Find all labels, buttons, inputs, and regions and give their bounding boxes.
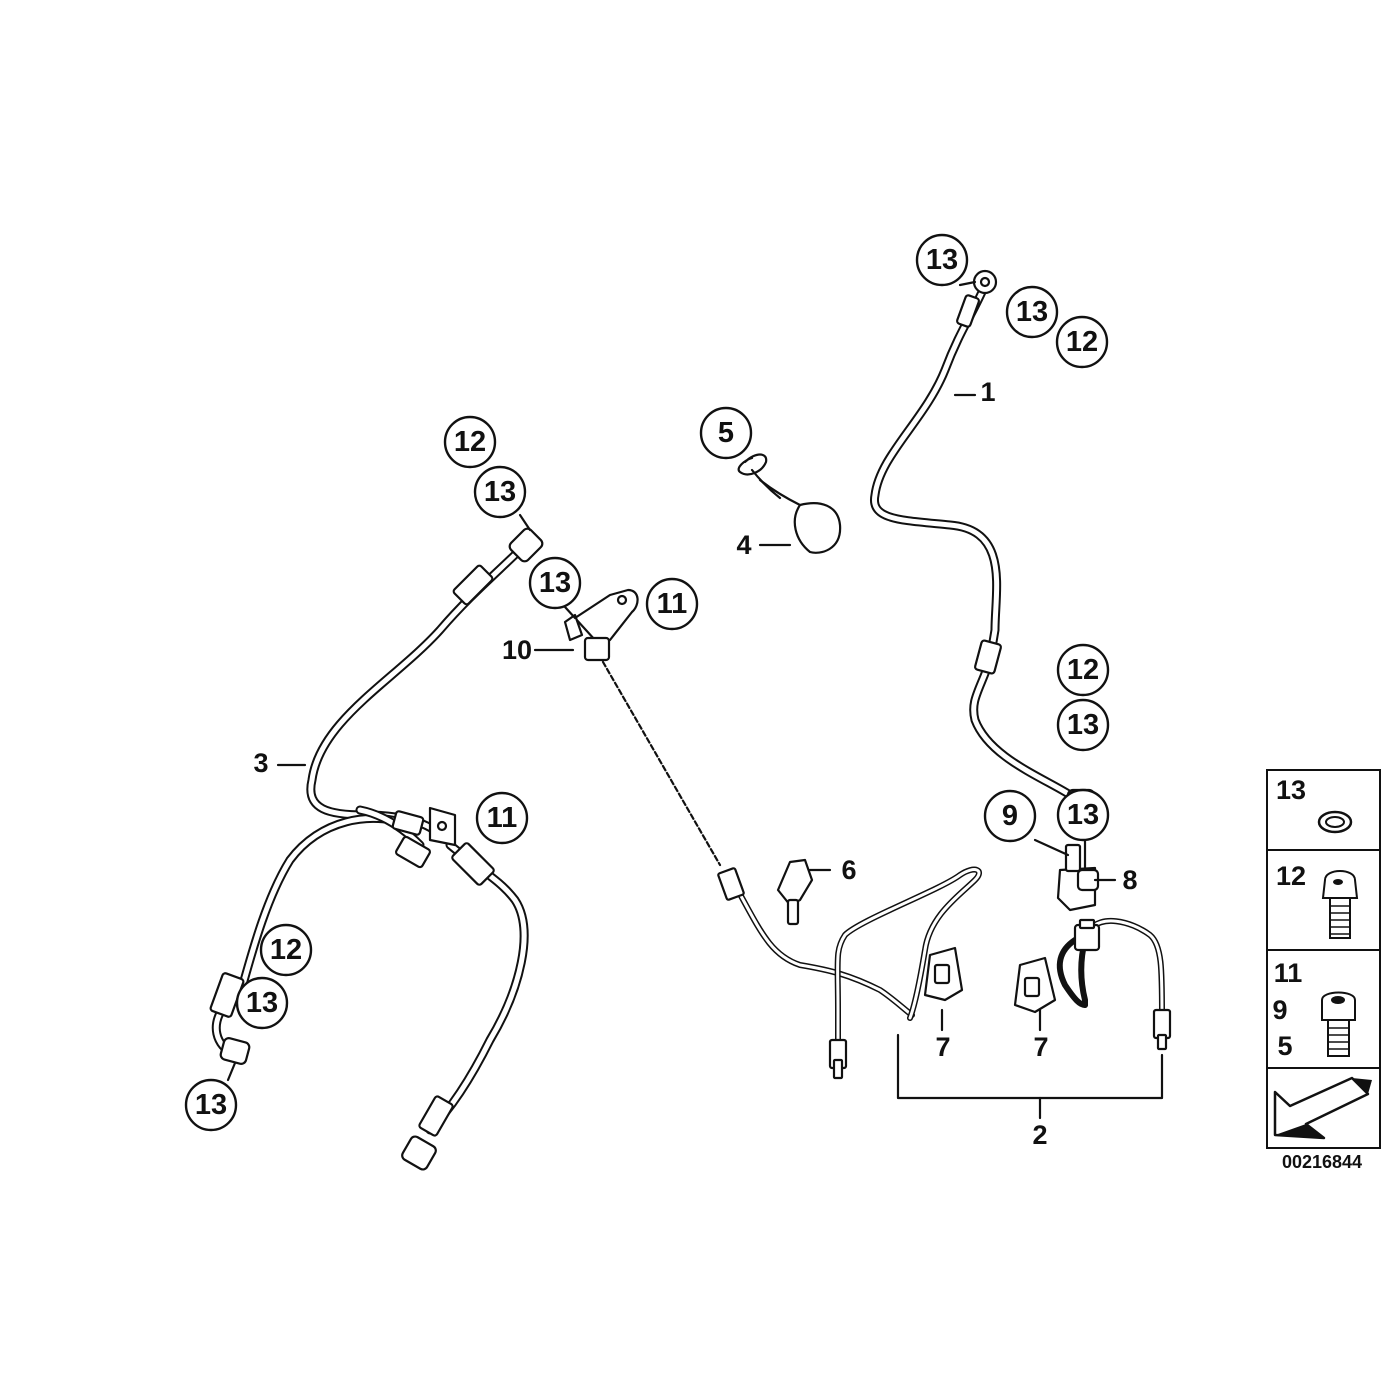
callout-number: 12 [1067,654,1099,686]
leader-lines [226,280,1164,1120]
clip-6 [776,858,814,926]
callout-number: 9 [1002,800,1018,832]
callout-number: 4 [736,530,751,560]
banjo-bolt-icon [1321,870,1359,939]
label-1: 1 [980,377,995,407]
washer-icon [1317,810,1353,834]
callout-number: 13 [926,244,958,276]
parts-legend: 13 12 11 9 5 00216844 [1266,769,1381,1172]
label-3: 3 [253,748,268,778]
callout-number: 1 [980,377,995,407]
callout-number: 13 [539,567,571,599]
clip-7-right [1013,956,1057,1014]
bracket-10 [563,588,722,867]
brake-hose-3 [209,527,544,1171]
clip-4 [750,468,842,554]
callout-13-left: 13 [473,465,527,519]
hex-screw-icon [1321,991,1356,1057]
callout-number: 13 [484,476,516,508]
callout-13-top: 13 [915,233,969,287]
callout-9: 9 [983,789,1037,843]
callout-number: 2 [1032,1120,1047,1150]
callout-number: 13 [1016,296,1048,328]
holder-8 [1056,843,1100,912]
callout-11-mid: 11 [475,791,529,845]
callout-number: 6 [841,855,856,885]
callout-number: 12 [454,426,486,458]
screw-5 [737,453,768,476]
brake-pipe-2 [717,866,1172,1080]
callout-number: 13 [246,987,278,1019]
callout-number: 3 [253,748,268,778]
callout-13-mid: 13 [528,556,582,610]
label-6: 6 [841,855,856,885]
callout-5: 5 [699,406,753,460]
callout-number: 7 [935,1032,950,1062]
label-7-right: 7 [1033,1032,1048,1062]
callout-number: 10 [502,635,532,665]
callout-13-right2: 13 [1056,788,1110,842]
label-10: 10 [502,635,532,665]
callout-13-topright: 13 [1005,285,1059,339]
callout-number: 5 [718,417,734,449]
legend-label-13: 13 [1276,775,1306,805]
callout-number: 13 [195,1089,227,1121]
legend-label-5: 5 [1277,1031,1292,1061]
callout-12-topright: 12 [1055,315,1109,369]
label-2: 2 [1032,1120,1047,1150]
callout-number: 7 [1033,1032,1048,1062]
callout-12-lower: 12 [259,923,313,977]
clip-7-left [923,946,964,1002]
callout-13-lower: 13 [235,976,289,1030]
callout-number: 12 [1066,326,1098,358]
callout-number: 8 [1122,865,1137,895]
callout-13-bottom: 13 [184,1078,238,1132]
callout-number: 13 [1067,799,1099,831]
callout-13-right: 13 [1056,698,1110,752]
callout-11-top: 11 [645,577,699,631]
legend-label-11: 11 [1274,958,1303,988]
label-8: 8 [1122,865,1137,895]
direction-arrow-icon [1273,1076,1372,1140]
legend-label-12: 12 [1276,861,1306,891]
callout-12-right: 12 [1056,643,1110,697]
callout-number: 11 [657,588,688,620]
diagram-number: 00216844 [1282,1152,1362,1172]
callout-number: 12 [270,934,302,966]
legend-label-9: 9 [1272,995,1287,1025]
callout-12-left: 12 [443,415,497,469]
label-7-left: 7 [935,1032,950,1062]
callout-number: 13 [1067,709,1099,741]
callout-number: 11 [487,802,518,834]
label-4: 4 [736,530,751,560]
